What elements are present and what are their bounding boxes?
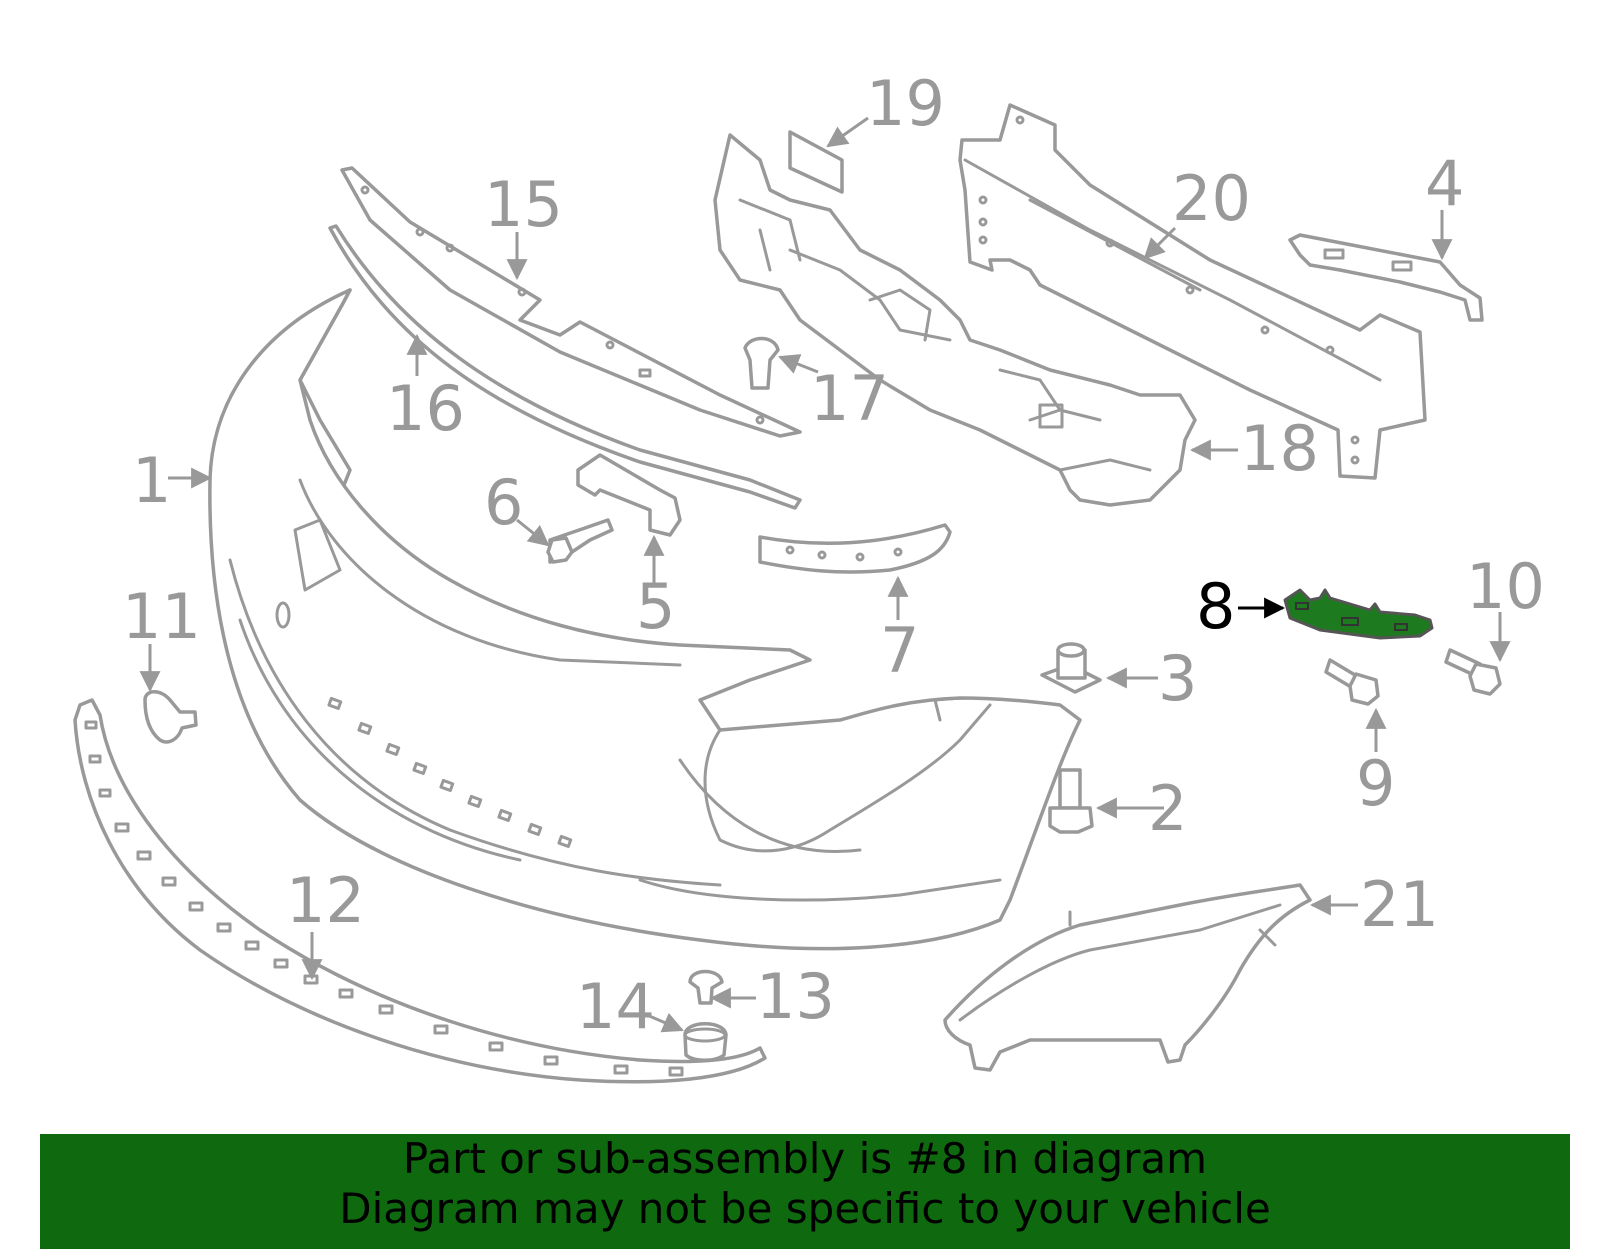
callout-19: 19 (866, 67, 945, 140)
part-clip-13 (688, 969, 724, 1005)
part-bolt-6 (546, 518, 614, 564)
part-clip-11 (143, 690, 198, 744)
callout-15: 15 (484, 168, 563, 241)
part-bolt-9 (1324, 658, 1380, 706)
part-bumper-cover (208, 288, 1082, 951)
part-bracket-8-highlighted (1283, 588, 1434, 640)
callout-8: 8 (1196, 570, 1235, 643)
part-label (788, 130, 844, 194)
part-clip-17 (743, 336, 780, 390)
callout-4: 4 (1425, 147, 1464, 220)
part-bracket-7 (758, 523, 952, 574)
callout-17: 17 (810, 362, 889, 435)
part-bolt-10 (1444, 648, 1502, 696)
callout-20: 20 (1172, 162, 1251, 235)
callout-2: 2 (1148, 772, 1187, 845)
part-upper-retainer (340, 166, 802, 438)
part-grommet-14 (683, 1022, 728, 1062)
callout-12: 12 (286, 864, 365, 937)
callout-1: 1 (132, 444, 171, 517)
part-seal-strip (328, 224, 802, 510)
part-nut-3 (1040, 642, 1102, 694)
part-fog-bezel (943, 883, 1312, 1072)
callout-14: 14 (576, 970, 655, 1043)
callout-3: 3 (1158, 642, 1197, 715)
callout-10: 10 (1466, 550, 1545, 623)
part-energy-absorber (713, 133, 1197, 507)
banner-line-1: Part or sub-assembly is #8 in diagram (402, 1134, 1208, 1183)
part-reinforcement-beam (958, 103, 1427, 480)
part-bolt-2 (1048, 768, 1094, 834)
callout-16: 16 (386, 372, 465, 445)
callout-11: 11 (122, 580, 201, 653)
callout-18: 18 (1240, 412, 1319, 485)
callout-labels: 1 2 3 4 5 6 7 8 9 10 11 12 13 14 15 16 1… (122, 67, 1545, 1043)
callout-7: 7 (880, 614, 919, 687)
info-banner: Part or sub-assembly is #8 in diagram Di… (40, 1134, 1570, 1249)
banner-line-2: Diagram may not be specific to your vehi… (339, 1184, 1271, 1233)
callout-6: 6 (484, 466, 523, 539)
callout-13: 13 (756, 960, 835, 1033)
callout-9: 9 (1356, 747, 1395, 820)
leader-lines (139, 116, 1511, 1033)
callout-5: 5 (636, 570, 675, 643)
part-side-bracket (1288, 233, 1484, 322)
callout-21: 21 (1360, 868, 1439, 941)
part-lower-spoiler (73, 698, 767, 1084)
part-bracket-5 (576, 453, 682, 537)
